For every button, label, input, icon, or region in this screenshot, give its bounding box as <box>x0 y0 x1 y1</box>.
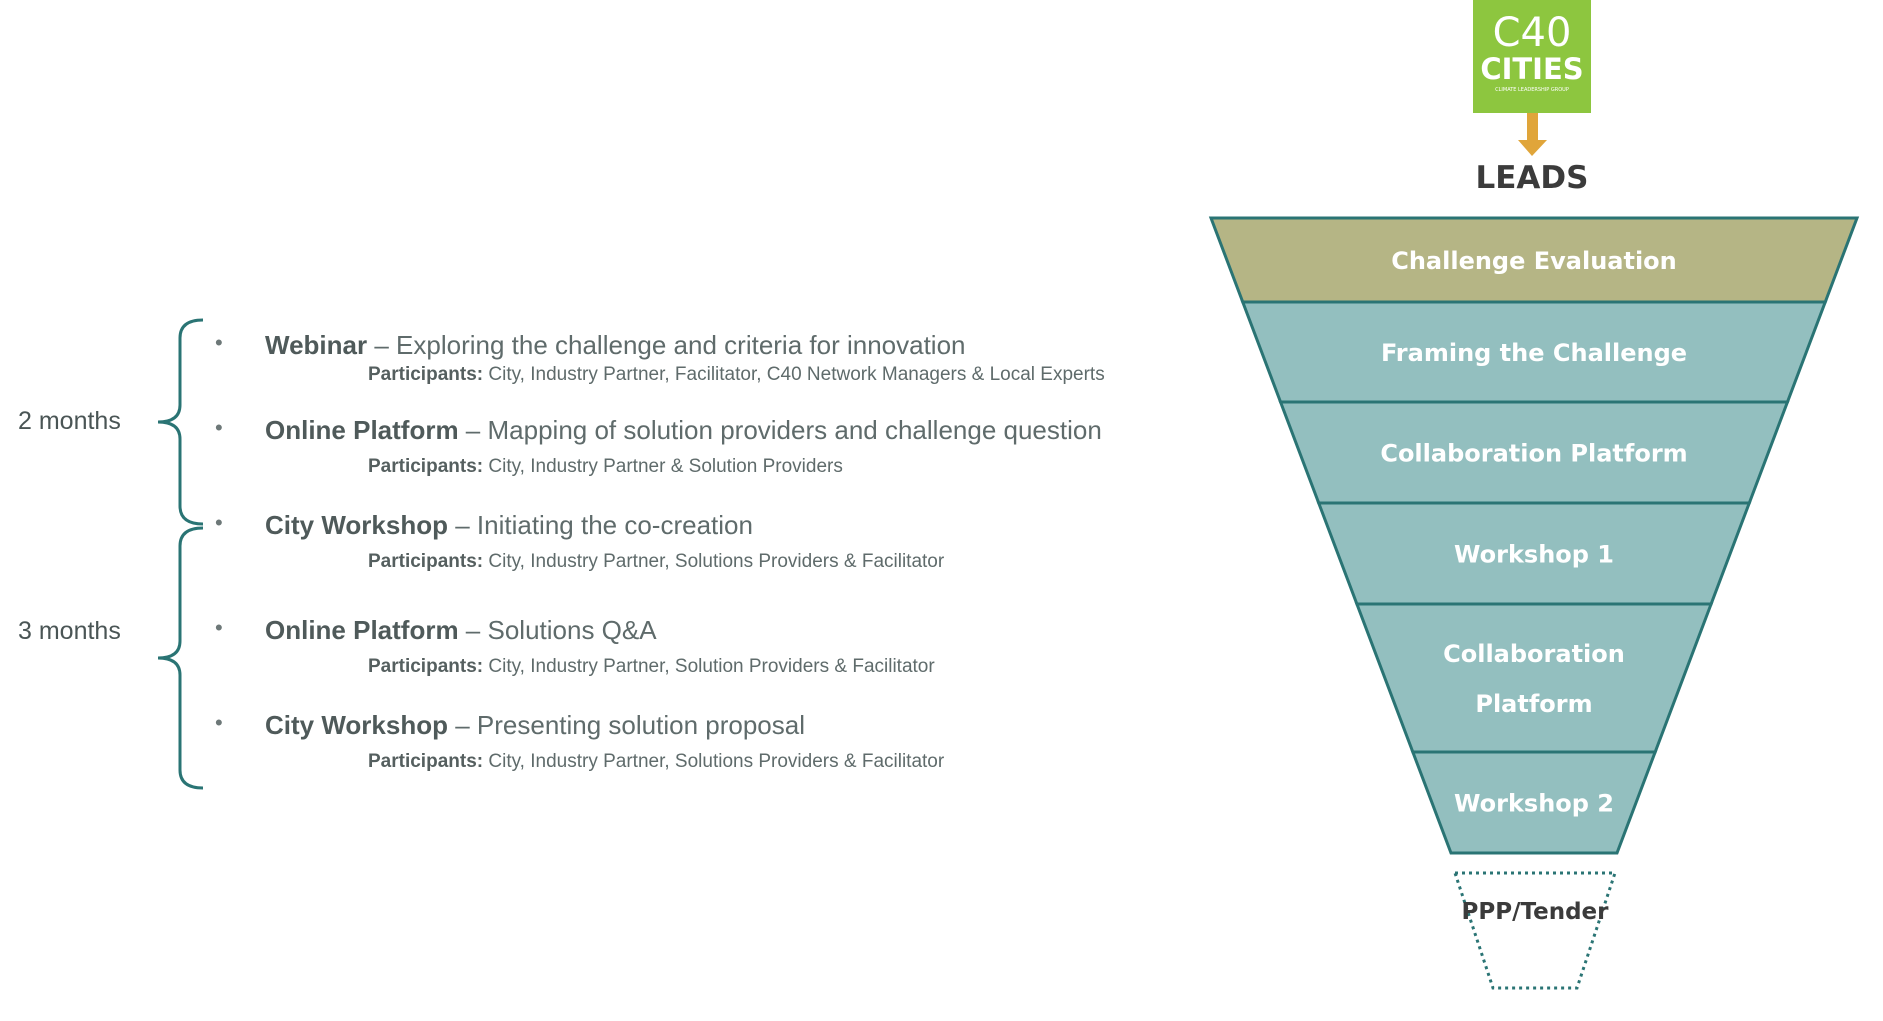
activity-heading: Webinar – Exploring the challenge and cr… <box>265 330 966 361</box>
leads-label: LEADS <box>1476 160 1589 196</box>
activity-description: Solutions Q&A <box>487 615 657 645</box>
duration-label-three-months: 3 months <box>18 617 121 645</box>
svg-text:CITIES: CITIES <box>1480 52 1583 86</box>
activity-title: Webinar <box>265 330 368 360</box>
activity-participants: Participants: City, Industry Partner & S… <box>368 456 843 478</box>
funnel-stage-collaboration-platform-2 <box>1354 602 1714 754</box>
svg-text:C40: C40 <box>1493 10 1572 56</box>
activity-heading: Online Platform – Mapping of solution pr… <box>265 415 1102 446</box>
brace-two-months <box>157 318 204 526</box>
funnel-stage-label: Workshop 1 <box>1454 541 1614 569</box>
funnel-stage-label: Workshop 2 <box>1454 790 1614 818</box>
participants-label: Participants: <box>368 456 484 477</box>
activity-title: Online Platform <box>265 615 459 645</box>
participants-label: Participants: <box>368 551 484 572</box>
activity-separator: – <box>367 330 397 360</box>
c40-cities-logo: C40 CITIES CLIMATE LEADERSHIP GROUP <box>1473 0 1591 113</box>
funnel-stage-label: Collaboration Platform <box>1380 440 1687 468</box>
activity-heading: City Workshop – Presenting solution prop… <box>265 710 805 741</box>
duration-label-two-months: 2 months <box>18 407 121 435</box>
funnel-stage-workshop-2 <box>1410 750 1658 855</box>
activity-description: Presenting solution proposal <box>476 710 806 740</box>
activity-separator: – <box>447 710 477 740</box>
outcome-label: PPP/Tender <box>1462 899 1610 925</box>
participants-list: City, Industry Partner, Solutions Provid… <box>488 551 945 572</box>
funnel-stage-label: Framing the Challenge <box>1381 339 1687 367</box>
funnel-stage-label: Challenge Evaluation <box>1391 247 1677 275</box>
brace-three-months <box>157 526 204 790</box>
participants-list: City, Industry Partner, Solutions Provid… <box>488 751 945 772</box>
activity-participants: Participants: City, Industry Partner, Fa… <box>368 364 1105 386</box>
activity-description: Initiating the co-creation <box>476 510 753 540</box>
activity-title: City Workshop <box>265 710 448 740</box>
outcome-ppp-tender: PPP/Tender <box>1452 871 1618 990</box>
activity-title: City Workshop <box>265 510 448 540</box>
activity-participants: Participants: City, Industry Partner, So… <box>368 551 944 573</box>
activity-participants: Participants: City, Industry Partner, So… <box>368 656 935 678</box>
activity-participants: Participants: City, Industry Partner, So… <box>368 751 944 773</box>
bullet-icon: • <box>215 710 223 735</box>
bullet-icon: • <box>215 415 223 440</box>
participants-label: Participants: <box>368 751 484 772</box>
bullet-icon: • <box>215 615 223 640</box>
activity-heading: City Workshop – Initiating the co-creati… <box>265 510 753 541</box>
activity-separator: – <box>458 415 488 445</box>
participants-list: City, Industry Partner, Solution Provide… <box>488 656 935 677</box>
activity-heading: Online Platform – Solutions Q&A <box>265 615 657 646</box>
participants-label: Participants: <box>368 364 484 385</box>
activity-separator: – <box>447 510 477 540</box>
participants-list: City, Industry Partner & Solution Provid… <box>488 456 843 477</box>
bullet-icon: • <box>215 330 223 355</box>
participants-list: City, Industry Partner, Facilitator, C40… <box>488 364 1105 385</box>
activity-description: Exploring the challenge and criteria for… <box>396 330 966 360</box>
svg-text:CLIMATE LEADERSHIP GROUP: CLIMATE LEADERSHIP GROUP <box>1495 87 1569 93</box>
down-arrow-icon <box>1518 113 1547 156</box>
activity-title: Online Platform <box>265 415 459 445</box>
activity-separator: – <box>458 615 488 645</box>
bullet-icon: • <box>215 510 223 535</box>
funnel-stage-label: Collaboration <box>1443 640 1625 668</box>
participants-label: Participants: <box>368 656 484 677</box>
funnel-stage-label: Platform <box>1475 690 1592 718</box>
activity-description: Mapping of solution providers and challe… <box>487 415 1102 445</box>
